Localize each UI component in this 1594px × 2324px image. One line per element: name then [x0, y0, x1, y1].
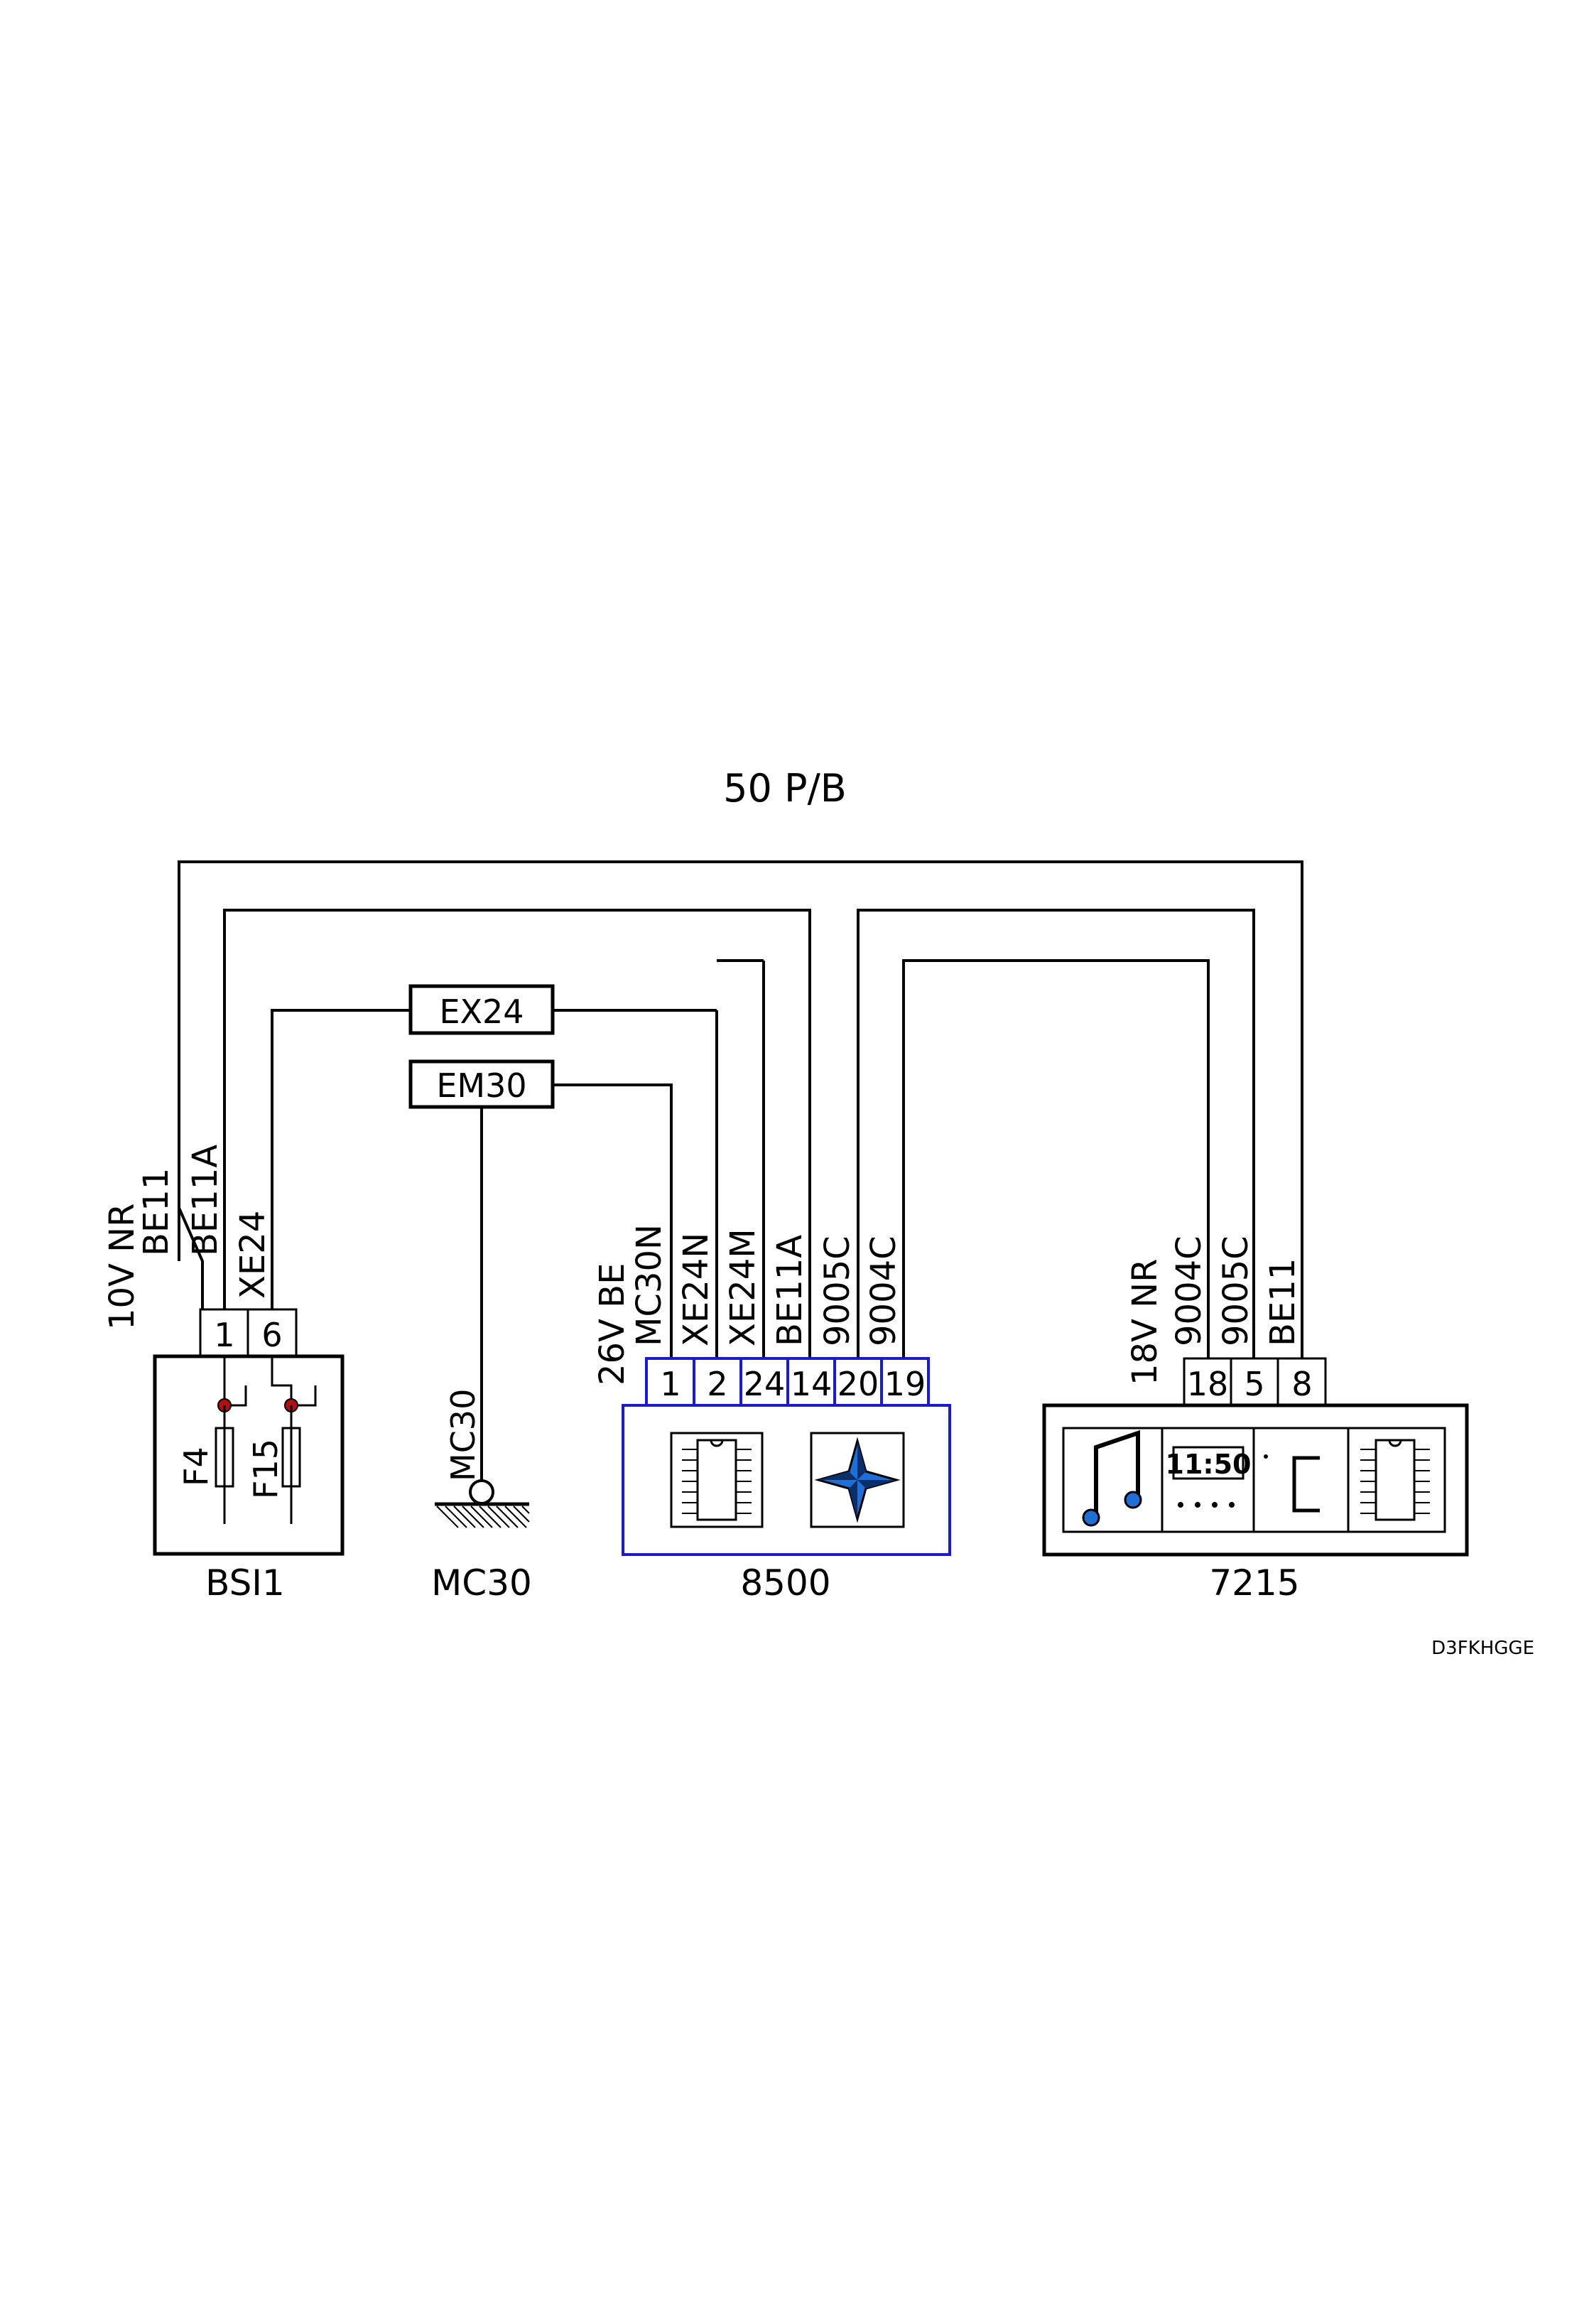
- u8500-wire-label: MC30N: [629, 1224, 669, 1346]
- diagram-title: 50 P/B: [723, 766, 847, 811]
- compass-icon: [810, 1432, 905, 1528]
- u8500-connector-label: 26V BE: [592, 1263, 632, 1385]
- wire-9004c: [902, 959, 1210, 1358]
- u7215-pin: 8: [1291, 1365, 1312, 1403]
- u8500-name: 8500: [740, 1562, 830, 1604]
- wire-be11: [178, 860, 1303, 1358]
- fuse-f4-label: F4: [177, 1447, 215, 1486]
- chip-icon: [670, 1432, 764, 1528]
- u7215-wire-label: BE11: [1263, 1258, 1303, 1346]
- wire-be11-entry: [178, 1207, 204, 1309]
- chip-icon: [1360, 1439, 1430, 1521]
- clock-display-icon: 11:50: [1166, 1446, 1252, 1508]
- u8500-wire-label: XE24M: [723, 1228, 763, 1346]
- bsi1-pin: 1: [214, 1316, 234, 1354]
- u8500-pin: 24: [744, 1365, 786, 1403]
- u7215-wire-label: 9004C: [1169, 1236, 1209, 1346]
- mc30-name: MC30: [431, 1562, 532, 1604]
- u7215-connector-label: 18V NR: [1125, 1259, 1165, 1385]
- u8500-wire-label: XE24N: [676, 1233, 716, 1346]
- u8500-wire-label: 9004C: [864, 1236, 904, 1346]
- u8500-pin: 20: [837, 1365, 879, 1403]
- u8500-wire-label: 9005C: [818, 1236, 857, 1346]
- clock-display-text: 11:50: [1166, 1449, 1252, 1480]
- bsi1-wire-label: XE24: [233, 1211, 273, 1299]
- u8500-pin: 1: [660, 1365, 681, 1403]
- wire-be11a: [223, 909, 811, 1358]
- u8500-pin: 19: [884, 1365, 926, 1403]
- u7215-pin: 5: [1244, 1365, 1264, 1403]
- u8500-wire-label: BE11A: [770, 1235, 810, 1346]
- bsi1-pin: 6: [261, 1316, 282, 1354]
- connector-ex24: EX24: [408, 984, 555, 1035]
- connector-em30: EM30: [408, 1059, 555, 1109]
- unit-8500: 26V BE MC30N XE24N XE24M BE11A 9005C 900…: [592, 1224, 951, 1604]
- u8500-pin: 14: [791, 1365, 833, 1403]
- fuse-f15: [271, 1356, 317, 1524]
- wire-xe24: [271, 1009, 411, 1309]
- mc30-ground: MC30 MC30: [431, 1389, 532, 1604]
- bsi1-connector-label: 10V NR: [102, 1204, 142, 1330]
- bracket-icon: [1264, 1454, 1320, 1513]
- bsi1-name: BSI1: [205, 1562, 285, 1604]
- bsi1-wire-label: BE11: [136, 1168, 176, 1256]
- wire-mc30n: [553, 1083, 673, 1358]
- u7215-wire-label: 9005C: [1216, 1236, 1256, 1346]
- unit-7215: 18V NR 9004C 9005C BE11 18 5 8 11:50: [1042, 1236, 1469, 1604]
- mc30-wire-label: MC30: [444, 1389, 482, 1481]
- bsi1-unit: 10V NR BE11 BE11A XE24 1 6 F4: [102, 1145, 345, 1604]
- wire-9005c: [857, 909, 1255, 1358]
- u7215-name: 7215: [1209, 1562, 1299, 1604]
- connector-em30-label: EM30: [436, 1066, 526, 1105]
- fuse-f15-label: F15: [246, 1439, 285, 1499]
- connector-ex24-label: EX24: [439, 993, 524, 1031]
- bsi1-wire-label: BE11A: [185, 1145, 225, 1256]
- ground-hatch: [436, 1506, 530, 1528]
- fuse-f4: [215, 1356, 247, 1524]
- u7215-pin: 18: [1187, 1365, 1229, 1403]
- music-note-icon: [1082, 1429, 1142, 1527]
- u8500-pin: 2: [707, 1365, 727, 1403]
- reference-code: D3FKHGGE: [1431, 1638, 1534, 1659]
